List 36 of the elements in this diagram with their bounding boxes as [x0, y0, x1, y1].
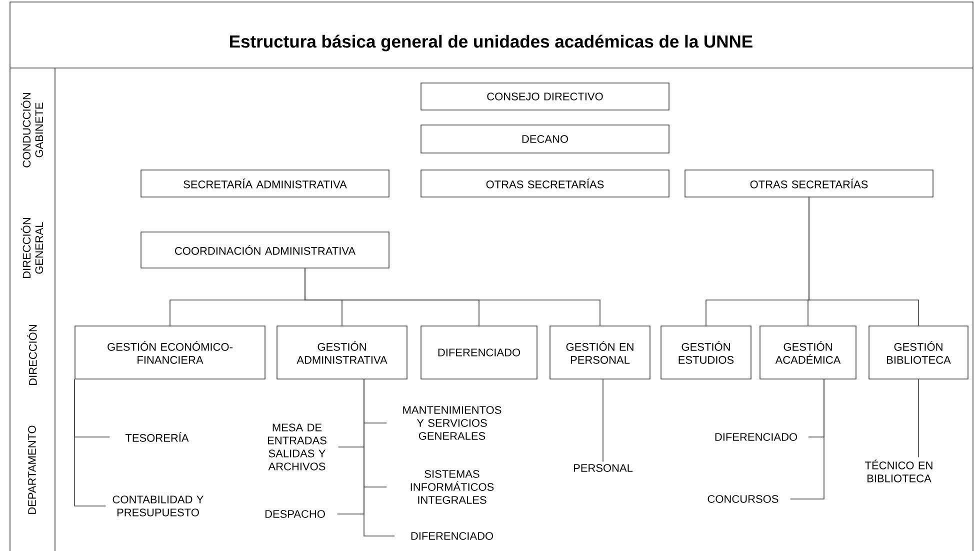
unit-box: GESTIÓN ACADÉMICA [760, 326, 856, 380]
unit-label: TESORERÍA [125, 432, 189, 442]
unit-box: COORDINACIÓN ADMINISTRATIVA [140, 232, 390, 268]
row-label: DIRECCIÓN [27, 325, 37, 385]
unit-label: MANTENIMIENTOS Y SERVICIOS GENERALES [403, 406, 502, 440]
unit-box: DIFERENCIADO [420, 326, 538, 380]
unit-label: CONTABILIDAD Y PRESUPUESTO [112, 496, 204, 516]
unit-label: PERSONAL [574, 464, 633, 472]
unit-box: OTRAS SECRETARÍAS [684, 170, 934, 198]
row-label: CONDUCCIÓN GABINETE [20, 93, 44, 168]
unit-box: SECRETARÍA ADMINISTRATIVA [140, 170, 390, 198]
unit-label: DIFERENCIADO [411, 532, 494, 540]
unit-box: DECANO [420, 124, 670, 154]
connector [808, 197, 919, 326]
unit-box: GESTIÓN ADMINISTRATIVA [276, 326, 408, 380]
connector [790, 379, 824, 500]
unit-label: MESA DE ENTRADAS SALIDAS Y ARCHIVOS [268, 424, 326, 470]
unit-box: OTRAS SECRETARÍAS [420, 170, 670, 198]
row-label: DEPARTAMENTO [28, 426, 36, 514]
unit-box: GESTIÓN ESTUDIOS [660, 326, 752, 380]
unit-box: GESTIÓN BIBLIOTECA [868, 326, 968, 380]
unit-box: CONSEJO DIRECTIVO [420, 82, 670, 110]
unit-label: SISTEMAS INFORMÁTICOS INTEGRALES [410, 470, 494, 504]
unit-box: GESTIÓN ECONÓMICO-FINANCIERA [74, 326, 266, 380]
connector [304, 268, 600, 326]
connector [74, 379, 106, 506]
unit-label: TÉCNICO EN BIBLIOTECA [865, 460, 932, 482]
connector [364, 379, 395, 536]
connector [918, 379, 919, 458]
unit-label: DIFERENCIADO [715, 433, 798, 441]
connector [602, 379, 604, 462]
heading: Estructura básica general de unidades académicas de la UNNE [230, 34, 752, 52]
unit-label: DESPACHO [265, 510, 325, 518]
row-label: DIRECCIÓN GENERAL [20, 218, 44, 278]
unit-label: CONCURSOS [708, 495, 778, 503]
unit-box: GESTIÓN EN PERSONAL [550, 326, 650, 380]
